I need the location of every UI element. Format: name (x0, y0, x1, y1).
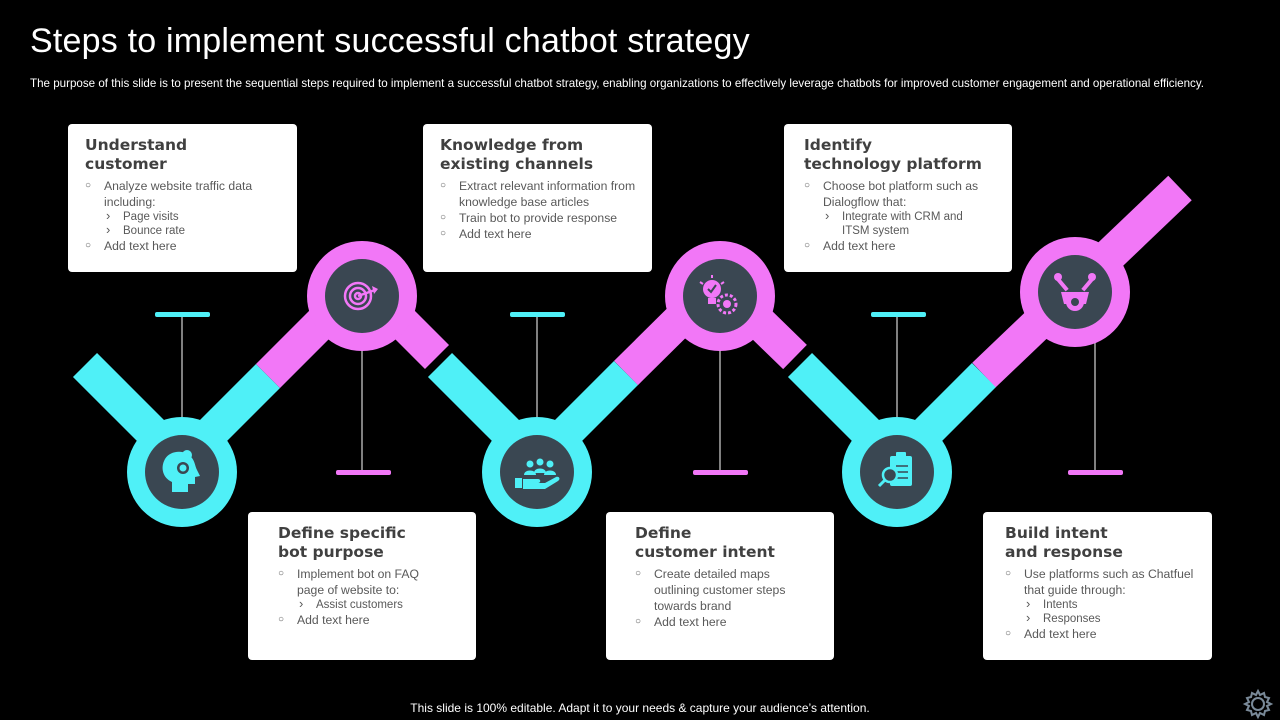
sub-item: Bounce rate (85, 223, 287, 238)
step-circle-3 (482, 417, 592, 527)
list-item: Choose bot platform such as Dialogflow t… (804, 178, 1002, 210)
clipboard-search-icon (877, 452, 912, 488)
head-bulb-icon (162, 450, 200, 492)
step-circle-1 (127, 417, 237, 527)
step-list: Implement bot on FAQ page of website to:… (278, 566, 466, 628)
step-circle-2 (307, 241, 417, 351)
tools-gear-icon (1054, 273, 1096, 311)
sub-item: Assist customers (278, 597, 466, 612)
list-item: Implement bot on FAQ page of website to: (278, 566, 442, 598)
slide-title: Steps to implement successful chatbot st… (30, 22, 750, 60)
list-item: Add text here (804, 238, 1002, 254)
sub-item: Responses (1005, 611, 1202, 626)
step-list: Extract relevant information from knowle… (440, 178, 642, 242)
sub-item: Page visits (85, 209, 287, 224)
list-item: Add text here (635, 614, 824, 630)
slide-subtitle: The purpose of this slide is to present … (30, 77, 1205, 90)
hand-people-icon (515, 458, 560, 489)
list-item: Analyze website traffic data including: (85, 178, 287, 210)
settings-gear-icon[interactable] (1242, 688, 1274, 720)
list-item: Add text here (1005, 626, 1202, 642)
list-item: Use platforms such as Chatfuel that guid… (1005, 566, 1194, 598)
slide-footer: This slide is 100% editable. Adapt it to… (410, 701, 870, 715)
step-list: Choose bot platform such as Dialogflow t… (804, 178, 1002, 254)
step-circle-5 (842, 417, 952, 527)
list-item: Add text here (85, 238, 287, 254)
sub-item: Integrate with CRM and ITSM system (804, 209, 982, 238)
step-list: Use platforms such as Chatfuel that guid… (1005, 566, 1202, 642)
list-item: Add text here (440, 226, 642, 242)
target-icon (343, 281, 378, 311)
connector-bars (155, 312, 1123, 475)
list-item: Extract relevant information from knowle… (440, 178, 642, 210)
sub-item: Intents (1005, 597, 1202, 612)
step-list: Analyze website traffic data including: … (85, 178, 287, 254)
step-list: Create detailed maps outlining customer … (635, 566, 824, 630)
list-item: Create detailed maps outlining customer … (635, 566, 814, 614)
bulb-gear-icon (699, 275, 738, 315)
list-item: Add text here (278, 612, 466, 628)
connectors (181, 315, 1096, 472)
step-circle-6 (1020, 237, 1130, 347)
step-circle-4 (665, 241, 775, 351)
list-item: Train bot to provide response (440, 210, 642, 226)
